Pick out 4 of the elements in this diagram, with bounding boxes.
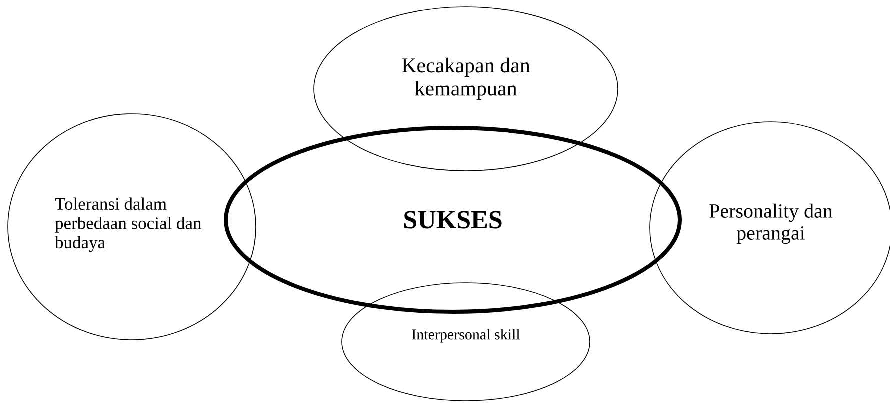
ellipse-node: SUKSES bbox=[224, 126, 682, 314]
ellipse-node: Kecakapan dan kemampuan bbox=[314, 6, 618, 172]
ellipse-node: Toleransi dalam perbedaan social dan budaya bbox=[8, 114, 256, 340]
ellipse-node: Interpersonal skill bbox=[342, 282, 590, 402]
